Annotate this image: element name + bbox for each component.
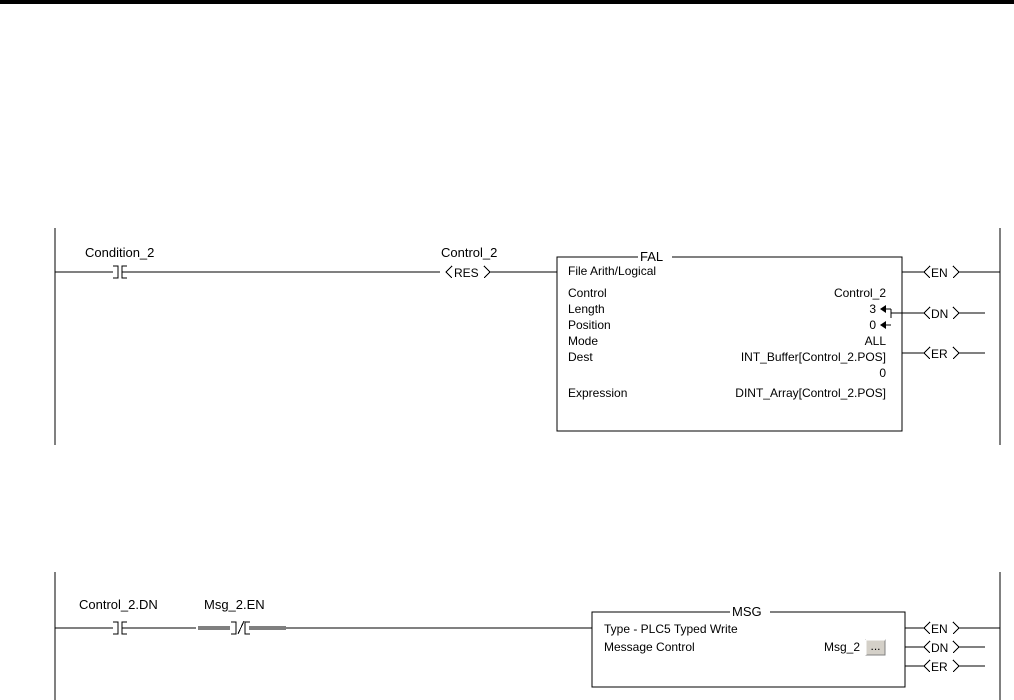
contact-tag-label: Condition_2 [85,245,154,260]
fal-output-dn: DN [891,307,985,321]
fal-value-position[interactable]: 0 [869,318,876,332]
contact2-tag-label: Msg_2.EN [204,597,265,612]
fal-output-en: EN [902,266,1000,280]
res-tag-label: Control_2 [441,245,497,260]
xic-contact-control-2-dn[interactable]: Control_2.DN [55,597,196,634]
msg-output-er: ER [905,660,985,674]
fal-label-mode: Mode [568,334,598,348]
fal-value-control[interactable]: Control_2 [834,286,886,300]
ellipsis-icon: ... [870,639,880,653]
top-border [0,0,1014,4]
fal-subtitle: File Arith/Logical [568,264,656,278]
fal-label-control: Control [568,286,607,300]
fal-output-er-label: ER [931,347,948,361]
msg-type-line: Type - PLC5 Typed Write [604,622,738,636]
fal-output-dn-label: DN [931,307,948,321]
xio-contact-msg-2-en[interactable]: Msg_2.EN [198,597,592,634]
fal-title: FAL [640,249,663,264]
fal-value-length[interactable]: 3 [869,302,876,316]
msg-title: MSG [732,604,762,619]
fal-output-er: ER [902,347,985,361]
fal-label-expression: Expression [568,386,627,400]
msg-output-dn: DN [905,641,985,655]
msg-output-dn-label: DN [931,641,948,655]
res-coil-label: RES [454,266,479,280]
fal-value-dest-value: 0 [879,366,886,380]
msg-output-en: EN [905,622,1000,636]
fal-label-length: Length [568,302,605,316]
fal-value-expression[interactable]: DINT_Array[Control_2.POS] [735,386,886,400]
fal-label-position: Position [568,318,611,332]
contact1-tag-label: Control_2.DN [79,597,158,612]
msg-control-label: Message Control [604,640,695,654]
msg-browse-button[interactable]: ... [866,639,885,655]
rung-2: Control_2.DN Msg_2.EN MSG Type - PLC5 Ty… [55,572,1000,700]
xic-contact-condition-2[interactable]: Condition_2 [55,245,440,278]
msg-instruction-block[interactable]: MSG Type - PLC5 Typed Write Message Cont… [592,604,905,687]
fal-label-dest: Dest [568,350,593,364]
fal-value-dest[interactable]: INT_Buffer[Control_2.POS] [741,350,886,364]
msg-output-en-label: EN [931,622,948,636]
fal-value-mode[interactable]: ALL [865,334,887,348]
fal-instruction-block[interactable]: FAL File Arith/Logical Control Control_2… [557,249,902,431]
msg-output-er-label: ER [931,660,948,674]
res-coil-control-2[interactable]: Control_2 RES [441,245,557,280]
rung-1: Condition_2 Control_2 RES FAL File Arith… [55,228,1000,445]
msg-control-value[interactable]: Msg_2 [824,640,860,654]
fal-output-en-label: EN [931,266,948,280]
